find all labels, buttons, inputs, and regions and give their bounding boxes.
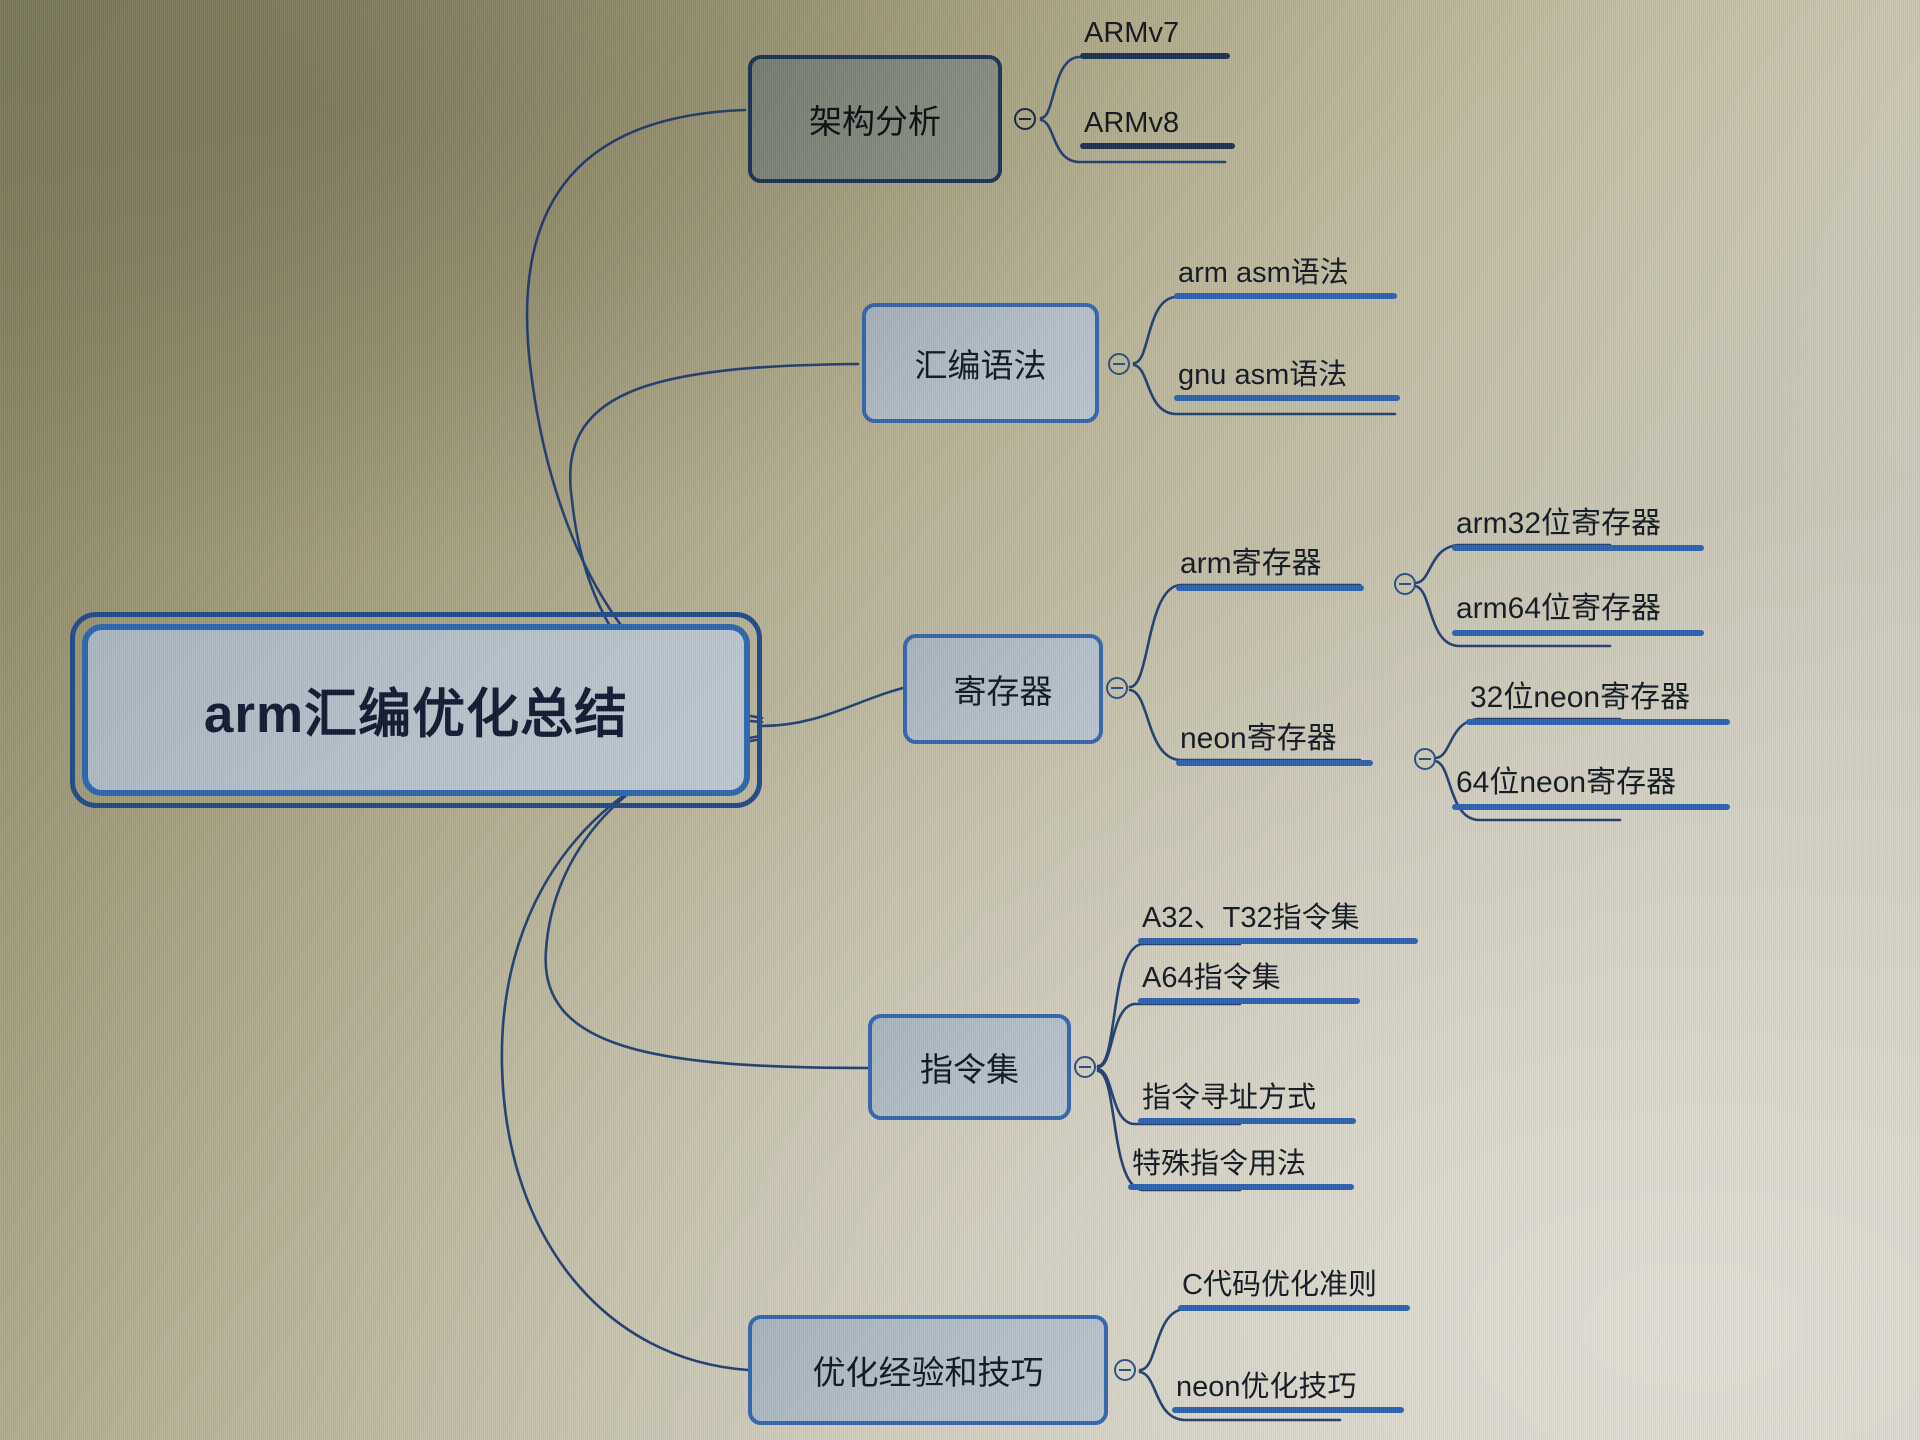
leaf-underline bbox=[1174, 293, 1397, 300]
link-arm-reg-32 bbox=[1413, 543, 1612, 585]
leaf-node-armv8-label: ARMv8 bbox=[1084, 107, 1180, 139]
branch-node-asm-syntax[interactable]: 汇编语法 bbox=[862, 303, 1099, 423]
leaf-node-special-instruction-usage-label: 特殊指令用法 bbox=[1132, 1148, 1307, 1180]
link-neon-reg-32 bbox=[1433, 717, 1622, 760]
leaf-node-arm-asm-syntax-label: arm asm语法 bbox=[1178, 257, 1349, 289]
leaf-node-gnu-asm-syntax[interactable]: gnu asm语法 bbox=[1174, 359, 1400, 402]
link-registers-arm-reg bbox=[1128, 583, 1362, 689]
branch-node-asm-syntax-label: 汇编语法 bbox=[914, 347, 1047, 384]
leaf-underline bbox=[1466, 718, 1730, 725]
collapse-minus-icon-instruction-set[interactable] bbox=[1074, 1056, 1096, 1078]
subbranch-node-arm-register[interactable]: arm寄存器 bbox=[1176, 548, 1364, 591]
link-root-to-optimization bbox=[500, 738, 758, 1372]
leaf-node-c-code-optimization-rules-label: C代码优化准则 bbox=[1182, 1269, 1377, 1301]
leaf-node-neon64-register-label: 64位neon寄存器 bbox=[1456, 766, 1677, 799]
leaf-node-arm64-register[interactable]: arm64位寄存器 bbox=[1452, 593, 1704, 636]
leaf-node-a32-t32-instruction-set-label: A32、T32指令集 bbox=[1142, 902, 1360, 934]
root-node-inner: arm汇编优化总结 bbox=[82, 624, 750, 796]
collapse-minus-icon-arm-register[interactable] bbox=[1394, 573, 1416, 595]
link-instruction-addressing bbox=[1096, 1067, 1242, 1126]
leaf-node-c-code-optimization-rules[interactable]: C代码优化准则 bbox=[1178, 1269, 1410, 1312]
link-optimization-c-rules bbox=[1138, 1307, 1342, 1372]
collapse-minus-icon-neon-register[interactable] bbox=[1414, 748, 1436, 770]
branch-node-architecture[interactable]: 架构分析 bbox=[748, 55, 1002, 183]
leaf-node-gnu-asm-syntax-label: gnu asm语法 bbox=[1178, 359, 1348, 391]
link-architecture-armv7 bbox=[1039, 55, 1227, 120]
leaf-node-neon64-register[interactable]: 64位neon寄存器 bbox=[1452, 767, 1730, 810]
leaf-node-armv7-label: ARMv7 bbox=[1084, 17, 1180, 49]
leaf-node-a32-t32-instruction-set[interactable]: A32、T32指令集 bbox=[1138, 902, 1418, 945]
leaf-node-neon32-register-label: 32位neon寄存器 bbox=[1470, 681, 1691, 714]
root-node-label: arm汇编优化总结 bbox=[203, 685, 629, 744]
leaf-underline bbox=[1452, 544, 1704, 551]
link-architecture-armv8 bbox=[1039, 118, 1227, 164]
leaf-node-special-instruction-usage[interactable]: 特殊指令用法 bbox=[1128, 1148, 1354, 1191]
leaf-node-addressing-mode-label: 指令寻址方式 bbox=[1142, 1082, 1317, 1114]
leaf-node-a64-instruction-set[interactable]: A64指令集 bbox=[1138, 962, 1360, 1005]
leaf-underline bbox=[1174, 395, 1400, 402]
leaf-node-neon-optimization-tips-label: neon优化技巧 bbox=[1176, 1371, 1357, 1403]
branch-node-registers-label: 寄存器 bbox=[953, 673, 1053, 710]
leaf-node-arm32-register-label: arm32位寄存器 bbox=[1456, 507, 1662, 540]
leaf-node-armv8[interactable]: ARMv8 bbox=[1080, 107, 1235, 150]
leaf-underline bbox=[1128, 1184, 1354, 1191]
leaf-underline bbox=[1178, 1305, 1410, 1312]
branch-node-optimization-label: 优化经验和技巧 bbox=[812, 1354, 1044, 1391]
leaf-node-addressing-mode[interactable]: 指令寻址方式 bbox=[1138, 1082, 1356, 1125]
leaf-node-arm-asm-syntax[interactable]: arm asm语法 bbox=[1174, 257, 1397, 300]
leaf-underline bbox=[1138, 1118, 1356, 1125]
subbranch-node-arm-register-label: arm寄存器 bbox=[1180, 547, 1322, 580]
link-registers-neon-reg bbox=[1128, 688, 1362, 762]
collapse-minus-icon-registers[interactable] bbox=[1106, 677, 1128, 699]
branch-node-registers[interactable]: 寄存器 bbox=[903, 634, 1103, 744]
link-instruction-a64 bbox=[1096, 1002, 1242, 1069]
leaf-node-neon32-register[interactable]: 32位neon寄存器 bbox=[1466, 682, 1730, 725]
link-neon-reg-64 bbox=[1433, 759, 1622, 822]
link-asm-syntax-gnu-asm bbox=[1132, 363, 1397, 416]
leaf-underline bbox=[1138, 938, 1418, 945]
subbranch-node-neon-register-label: neon寄存器 bbox=[1180, 722, 1337, 755]
link-root-to-registers bbox=[760, 686, 905, 728]
leaf-underline bbox=[1138, 998, 1360, 1005]
leaf-underline bbox=[1080, 143, 1235, 150]
leaf-underline bbox=[1452, 803, 1730, 810]
branch-node-instruction-set-label: 指令集 bbox=[920, 1051, 1019, 1088]
link-optimization-neon bbox=[1138, 1370, 1342, 1422]
leaf-node-neon-optimization-tips[interactable]: neon优化技巧 bbox=[1172, 1371, 1404, 1414]
collapse-minus-icon-optimization[interactable] bbox=[1114, 1359, 1136, 1381]
leaf-underline bbox=[1080, 53, 1230, 60]
link-arm-reg-64 bbox=[1413, 584, 1612, 648]
leaf-node-arm64-register-label: arm64位寄存器 bbox=[1456, 592, 1662, 625]
collapse-minus-icon-architecture[interactable] bbox=[1014, 108, 1036, 130]
leaf-underline bbox=[1452, 629, 1704, 636]
branch-node-architecture-label: 架构分析 bbox=[809, 103, 941, 140]
leaf-node-armv7[interactable]: ARMv7 bbox=[1080, 17, 1230, 60]
leaf-underline bbox=[1176, 584, 1364, 591]
subbranch-node-neon-register[interactable]: neon寄存器 bbox=[1176, 723, 1373, 766]
leaf-underline bbox=[1172, 1407, 1404, 1414]
leaf-node-a64-instruction-set-label: A64指令集 bbox=[1142, 962, 1281, 994]
link-asm-syntax-arm-asm bbox=[1132, 295, 1397, 365]
leaf-node-arm32-register[interactable]: arm32位寄存器 bbox=[1452, 508, 1704, 551]
branch-node-instruction-set[interactable]: 指令集 bbox=[868, 1014, 1071, 1120]
leaf-underline bbox=[1176, 759, 1373, 766]
collapse-minus-icon-asm-syntax[interactable] bbox=[1108, 353, 1130, 375]
branch-node-optimization[interactable]: 优化经验和技巧 bbox=[748, 1315, 1108, 1425]
root-node[interactable]: arm汇编优化总结 bbox=[70, 612, 762, 808]
